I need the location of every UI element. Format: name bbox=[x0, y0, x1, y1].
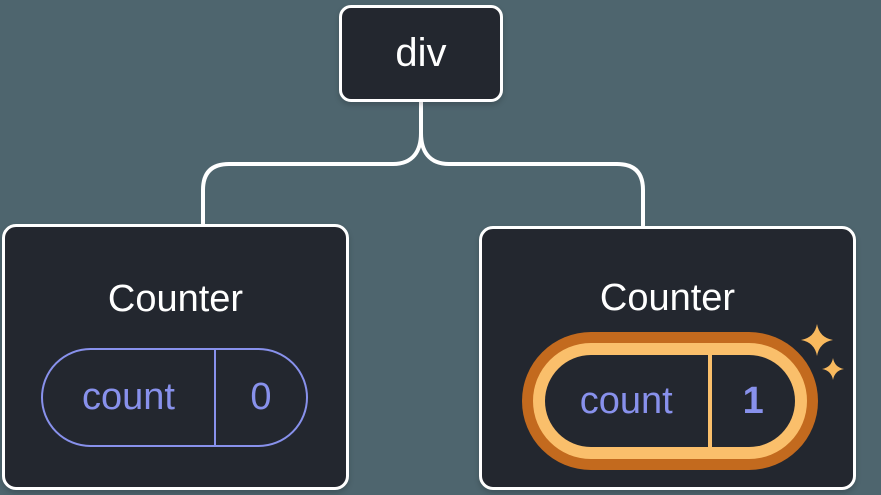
state-key-label: count bbox=[81, 376, 175, 418]
state-value-cell: 0 bbox=[216, 350, 306, 445]
state-pill-highlight-inner-ring: count 1 bbox=[533, 343, 807, 459]
state-pill: count 1 bbox=[545, 355, 795, 447]
counter-node-left: Counter count 0 bbox=[2, 224, 349, 490]
component-title: Counter bbox=[599, 277, 736, 319]
state-value: 1 bbox=[742, 379, 764, 422]
state-pill: count 0 bbox=[41, 348, 308, 447]
root-node-div: div bbox=[339, 5, 503, 102]
state-pill-highlight-outer-ring: count 1 bbox=[522, 332, 818, 470]
state-key-label: count bbox=[579, 379, 673, 422]
state-value: 0 bbox=[250, 376, 272, 418]
counter-node-right: Counter count 1 bbox=[479, 226, 856, 490]
sparkle-large bbox=[801, 324, 833, 356]
root-node-label: div bbox=[395, 31, 447, 75]
sparkles-icon bbox=[801, 324, 844, 380]
connector-right-branch bbox=[419, 132, 645, 229]
component-title: Counter bbox=[107, 278, 244, 320]
connector-left-branch bbox=[201, 101, 423, 227]
state-value-cell: 1 bbox=[712, 355, 796, 447]
state-key-cell: count bbox=[545, 355, 712, 447]
state-key-cell: count bbox=[43, 350, 216, 445]
sparkle-small bbox=[822, 358, 844, 380]
